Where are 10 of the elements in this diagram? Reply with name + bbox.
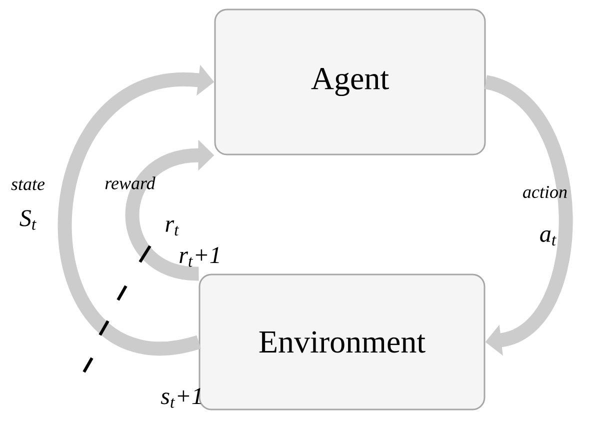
variable-label: r$_{t}$ [166,220,180,236]
curved-arrow [483,75,573,356]
edge-label: action [523,186,567,198]
edge-label: state [11,180,45,190]
variable-label: S$_{t}$ [20,210,36,230]
edge-label: reward [105,176,156,190]
variable-label: s$_{t}$+1 [160,388,201,408]
variable-label: a$_{t}$ [540,230,556,246]
variable-label: r$_{t}$+1 [180,247,219,267]
process-box: Agent [214,8,486,156]
